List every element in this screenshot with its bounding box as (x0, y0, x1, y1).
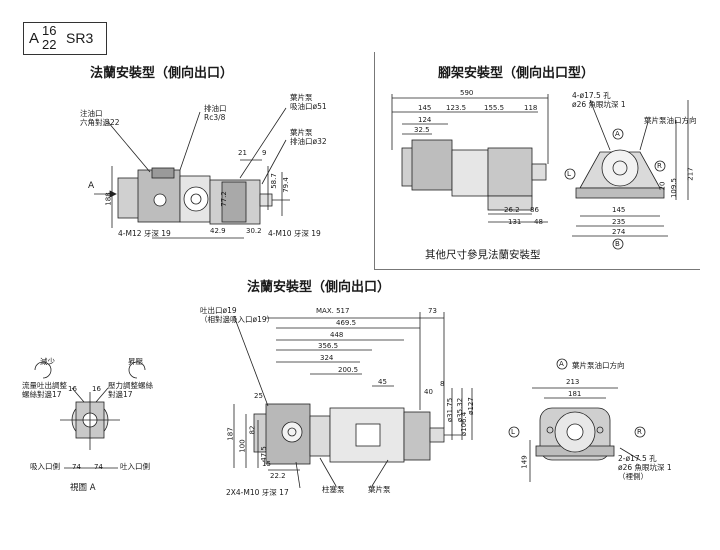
br-dim-181: 181 (568, 390, 582, 398)
bm-pump-drawing (233, 312, 473, 489)
tr-circle-b: B (615, 240, 620, 248)
tr-dim-590: 590 (460, 89, 474, 97)
tr-dim-32-5: 32.5 (414, 126, 430, 134)
tr-circle-l: L (567, 170, 571, 178)
bm-dim-max517: MAX. 517 (316, 307, 350, 315)
br-dim-149: 149 (520, 455, 529, 469)
tl-vane-inlet-label: 葉片泵吸油口ø51 (290, 93, 327, 111)
bm-dim-200-5: 200.5 (338, 366, 359, 374)
bm-dim-40: 40 (424, 388, 433, 396)
br-circle-a: A (559, 360, 564, 368)
model-suffix: SR3 (66, 30, 94, 46)
title-flange-side-bottom: 法蘭安裝型（側向出口） (247, 280, 391, 295)
tr-end-dim-109-5: 109.5 (670, 177, 679, 199)
va-dim-16a: 16 (68, 385, 77, 393)
va-dim-74a: 74 (72, 463, 81, 471)
br-dim-213: 213 (566, 378, 580, 386)
tl-pump-drawing (94, 107, 290, 239)
tr-end-dim-145: 145 (612, 206, 626, 214)
bm-piston-pump-label: 柱塞泵 (322, 485, 345, 494)
bm-dim-22-2: 22.2 (270, 472, 286, 480)
view-a-drawing (34, 361, 146, 469)
tl-bolt-left-label: 4-M12 牙深 19 (118, 229, 171, 238)
tl-dim-21: 21 (238, 149, 247, 157)
bm-vane-pump-label: 葉片泵 (368, 485, 391, 494)
bm-dim-82: 82 (248, 425, 257, 435)
bm-dim-31-75: ø31.75 (446, 397, 455, 423)
br-circle-l: L (511, 428, 515, 436)
tr-circle-a: A (615, 130, 620, 138)
tr-end-dim-274: 274 (612, 228, 626, 236)
tr-dim-86: 86 (530, 206, 539, 214)
tl-dim-30-2: 30.2 (246, 227, 262, 235)
title-foot-side: 腳架安裝型（側向出口型） (438, 66, 595, 81)
tl-dim-188: 188 (104, 192, 113, 206)
tl-vane-outlet-label: 葉片泵排油口ø32 (290, 128, 327, 146)
va-dim-16b: 16 (92, 385, 101, 393)
va-inlet-label: 吸入口側 (30, 462, 60, 471)
tl-dim-79-4: 79.4 (281, 177, 290, 193)
bm-dim-100: 100 (238, 439, 247, 453)
bm-dim-15: 15 (262, 460, 271, 468)
model-prefix: A (29, 30, 40, 47)
bm-bolt-label: 2X4-M10 牙深 17 (226, 488, 289, 497)
bm-dim-106-4: ø106.4 (460, 411, 469, 437)
bm-dim-187: 187 (226, 427, 235, 441)
title-flange-side: 法蘭安裝型（側向出口） (90, 66, 234, 81)
bm-dim-25: 25 (254, 392, 263, 400)
bm-dim-356-5: 356.5 (318, 342, 339, 350)
model-code-box: A 16 22 SR3 (23, 22, 107, 55)
tr-foot-drawing (391, 94, 689, 237)
va-dim-74b: 74 (94, 463, 103, 471)
bm-outlet-label: 吐出口ø19（相對邊吸入口ø19） (200, 306, 275, 324)
tr-dim-145: 145 (418, 104, 432, 112)
tr-dim-155-5: 155.5 (484, 104, 505, 112)
br-vane-dir-label: 葉片泵油口方向 (572, 361, 625, 370)
bm-dim-73: 73 (428, 307, 437, 315)
tl-bolt-right-label: 4-M10 牙深 19 (268, 229, 321, 238)
bm-dim-448: 448 (330, 331, 344, 339)
va-cw-label: 昇壓 (128, 357, 143, 366)
tl-arrow-a-label: A (88, 181, 95, 191)
tl-dim-77-2: 77.2 (219, 191, 228, 207)
bm-dim-8: 8 (440, 380, 445, 388)
tr-dim-124: 124 (418, 116, 432, 124)
model-sub: 22 (42, 37, 57, 52)
tr-dim-123-5: 123.5 (446, 104, 467, 112)
tr-end-dim-217: 217 (686, 167, 695, 181)
bm-dim-324: 324 (320, 354, 334, 362)
va-left-note: 流量吐出調整螺絲對邊17 (22, 381, 67, 399)
bm-dim-45: 45 (378, 378, 387, 386)
va-ccw-label: 減少 (40, 357, 55, 366)
section-divider-horizontal (374, 269, 700, 270)
tr-end-dim-20: 20 (658, 181, 667, 191)
tr-dim-48: 48 (534, 218, 543, 226)
tr-dim-118: 118 (524, 104, 538, 112)
va-right-note: 壓力調整螺絲對邊17 (108, 381, 153, 399)
va-caption: 視圖 A (70, 483, 96, 493)
tr-end-dim-235: 235 (612, 218, 626, 226)
tl-dim-9: 9 (262, 149, 267, 157)
section-divider-vertical (374, 52, 375, 270)
model-sup: 16 (42, 23, 57, 38)
br-circle-r: R (637, 428, 642, 436)
tr-circle-r: R (657, 162, 662, 170)
tl-fill-port-label: 注油口六角對邊22 (80, 109, 120, 127)
tr-dim-131: 131 (508, 218, 522, 226)
bm-dim-469-5: 469.5 (336, 319, 357, 327)
tr-dim-26-2: 26.2 (504, 206, 520, 214)
tl-dim-42-9: 42.9 (210, 227, 226, 235)
br-end-drawing (529, 387, 641, 482)
tl-dim-58-7: 58.7 (269, 173, 278, 189)
tr-vane-dir-label: 葉片泵油口方向 (644, 116, 697, 125)
note-other-dimensions: 其他尺寸參見法蘭安裝型 (425, 249, 541, 261)
va-outlet-label: 吐入口側 (120, 462, 150, 471)
